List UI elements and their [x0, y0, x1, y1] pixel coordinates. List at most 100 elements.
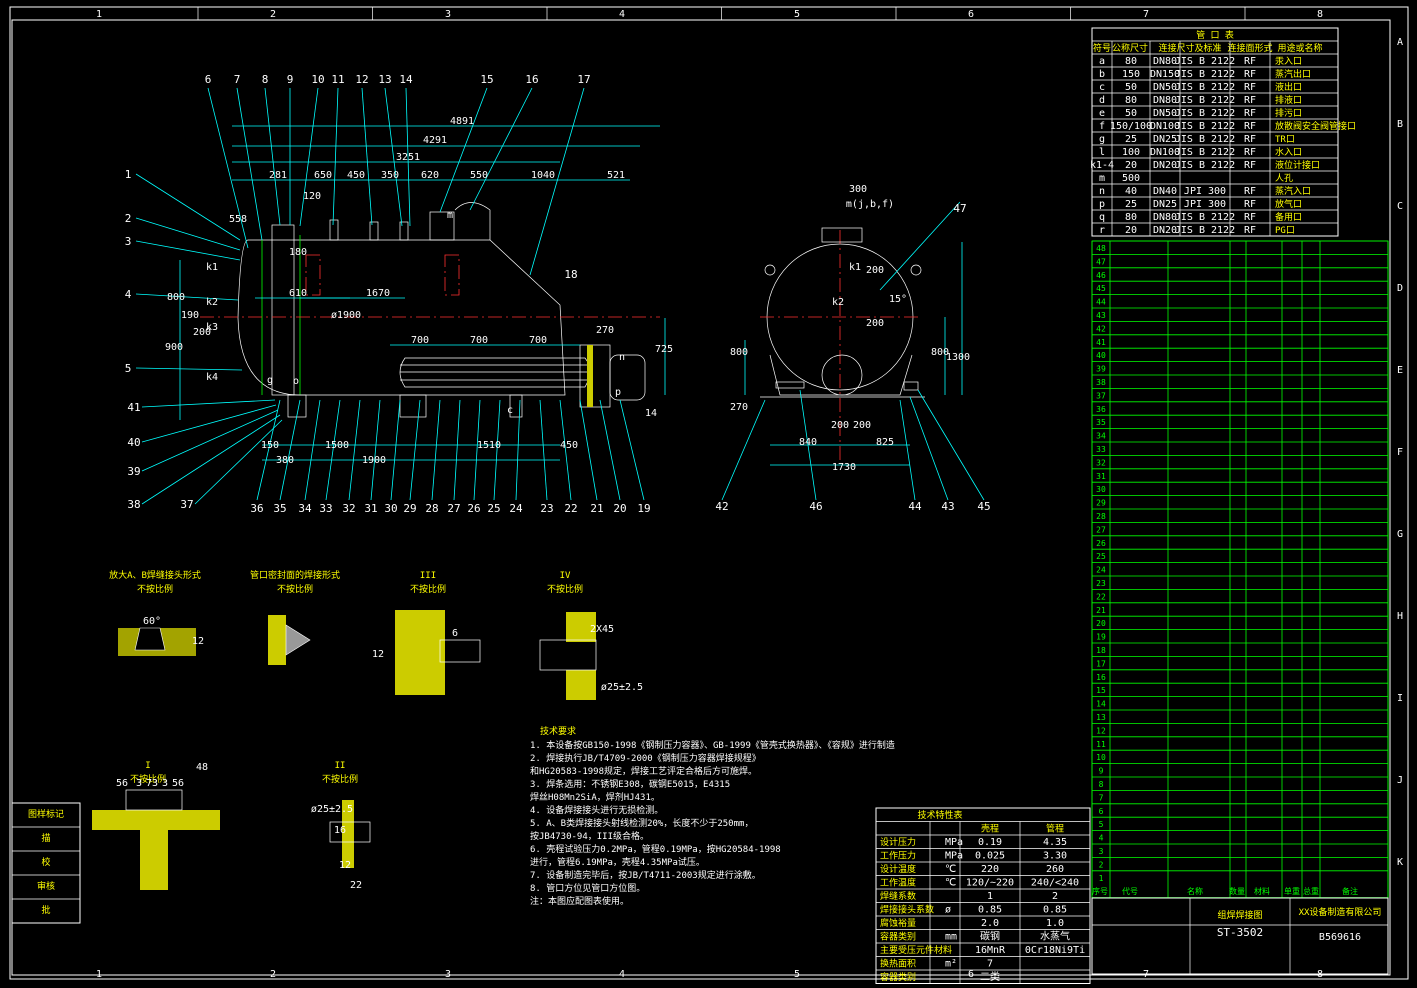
- part-number-4: 4: [1099, 834, 1104, 843]
- row-marker-C: C: [1397, 201, 1403, 212]
- nozzle-cell: RF: [1244, 225, 1256, 236]
- callout-8: 8: [262, 73, 269, 86]
- row-marker-E: E: [1397, 365, 1403, 376]
- nozzle-cell: p: [1099, 199, 1105, 210]
- side-dim: 200: [866, 318, 884, 329]
- side-dim: k2: [832, 297, 844, 308]
- nozzle-cell: DN80: [1153, 95, 1177, 106]
- nozzle-cell: PG口: [1275, 226, 1295, 236]
- design-cell: 2: [1052, 891, 1058, 902]
- design-cell: 220: [981, 864, 999, 875]
- design-cell: 16MnR: [975, 945, 1006, 956]
- tech-line: 按JB4730-94，III级合格。: [530, 830, 649, 842]
- side-dim: 800: [931, 347, 949, 358]
- callout-6: 6: [205, 73, 212, 86]
- part-number-43: 43: [1096, 311, 1106, 320]
- nozzle-cell: RF: [1244, 121, 1256, 132]
- design-cell: 1.0: [1046, 918, 1064, 929]
- parts-header: 数量: [1229, 886, 1245, 896]
- part-number-10: 10: [1096, 753, 1106, 762]
- part-number-21: 21: [1096, 606, 1106, 615]
- nozzle-cell: DN150: [1150, 69, 1180, 80]
- strip-label: 审核: [37, 880, 55, 892]
- nozzle-label-n: n: [619, 352, 625, 363]
- nozzle-header: 连接面形式: [1227, 42, 1272, 54]
- column-marker-1: 1: [96, 9, 102, 20]
- side-dim: 1300: [946, 352, 970, 363]
- nozzle-cell: 汞入口: [1275, 56, 1302, 67]
- part-number-17: 17: [1096, 659, 1106, 668]
- nozzle-cell: 50: [1125, 82, 1137, 93]
- nozzle-cell: 20: [1125, 225, 1137, 236]
- dim-left: 800: [167, 292, 185, 303]
- column-marker-bottom-1: 1: [96, 969, 102, 980]
- design-cell: 设计压力: [880, 836, 916, 848]
- dim-bottom: 1500: [325, 440, 349, 451]
- part-number-8: 8: [1099, 780, 1104, 789]
- row-marker-G: G: [1397, 529, 1403, 540]
- nozzle-cell: JIS B 2122: [1175, 108, 1235, 119]
- detail-labels: 放大A、B焊缝接头形式不按比例管口密封面的焊接形式不按比例III不按比例IV不按…: [109, 569, 643, 891]
- design-cell: 二类: [980, 970, 1000, 983]
- nozzle-cell: 蒸汽入口: [1275, 185, 1311, 197]
- dim-left: 900: [165, 342, 183, 353]
- part-number-30: 30: [1096, 485, 1106, 494]
- nozzle-label-c: c: [507, 405, 513, 416]
- side-dim: 200: [853, 420, 871, 431]
- tech-line: 8. 管口方位见管口方位图。: [530, 882, 645, 894]
- nozzle-cell: 40: [1125, 186, 1137, 197]
- flange-left: [271, 224, 295, 396]
- part-number-16: 16: [1096, 673, 1106, 682]
- row-marker-A: A: [1397, 37, 1403, 48]
- dim-top: 4291: [423, 135, 447, 146]
- parts-header: 代号: [1122, 886, 1138, 896]
- tube-sheet: [261, 235, 301, 395]
- design-cell: 容器类别: [880, 971, 916, 983]
- part-number-23: 23: [1096, 579, 1106, 588]
- nozzle-cell: RF: [1244, 186, 1256, 197]
- dim-bottom: 14: [645, 408, 657, 419]
- callout-19: 19: [637, 502, 650, 515]
- tech-title: 技术要求: [540, 725, 576, 737]
- row-marker-F: F: [1397, 447, 1403, 458]
- nozzle-cell: n: [1099, 186, 1105, 197]
- nozzle-cell: DN25: [1153, 134, 1177, 145]
- nozzle-cell: JIS B 2122: [1175, 225, 1235, 236]
- side-dim: 200: [831, 420, 849, 431]
- detail-dim: 3: [136, 778, 142, 789]
- design-cell: mm: [945, 932, 957, 943]
- part-number-40: 40: [1096, 351, 1106, 360]
- column-marker-bottom-4: 4: [619, 969, 625, 980]
- callout-13: 13: [378, 73, 391, 86]
- part-number-25: 25: [1096, 552, 1106, 561]
- detail-scale: 不按比例: [137, 583, 173, 595]
- tube-bundle: [399, 357, 591, 388]
- dim-bottom: 450: [560, 440, 578, 451]
- dim-top: 650: [314, 170, 332, 181]
- design-cell: 工作温度: [880, 877, 916, 889]
- side-callout-43: 43: [941, 500, 954, 513]
- nozzle-cell: 蒸汽出口: [1275, 68, 1311, 80]
- outer-border: [9, 6, 1409, 980]
- part-number-24: 24: [1096, 566, 1106, 575]
- nozzle-header: 符号: [1093, 42, 1111, 54]
- part-number-13: 13: [1096, 713, 1106, 722]
- callout-31: 31: [364, 502, 377, 515]
- nozzle-cell: 放气口: [1275, 198, 1302, 210]
- dim-top: 450: [347, 170, 365, 181]
- design-cell: 0.025: [975, 851, 1005, 862]
- nozzle-cell: 放散阀安全阀管接口: [1275, 120, 1356, 132]
- part-number-20: 20: [1096, 619, 1106, 628]
- parts-header: 材料: [1254, 886, 1270, 896]
- nozzle-cell: JIS B 2122: [1175, 134, 1235, 145]
- detail-dim: 6: [452, 628, 458, 639]
- nozzle-cell: DN20: [1153, 225, 1177, 236]
- part-number-2: 2: [1099, 860, 1104, 869]
- callout-35: 35: [273, 502, 286, 515]
- nozzle-label-k3: k3: [206, 322, 218, 333]
- nozzle-cell: DN50: [1153, 82, 1177, 93]
